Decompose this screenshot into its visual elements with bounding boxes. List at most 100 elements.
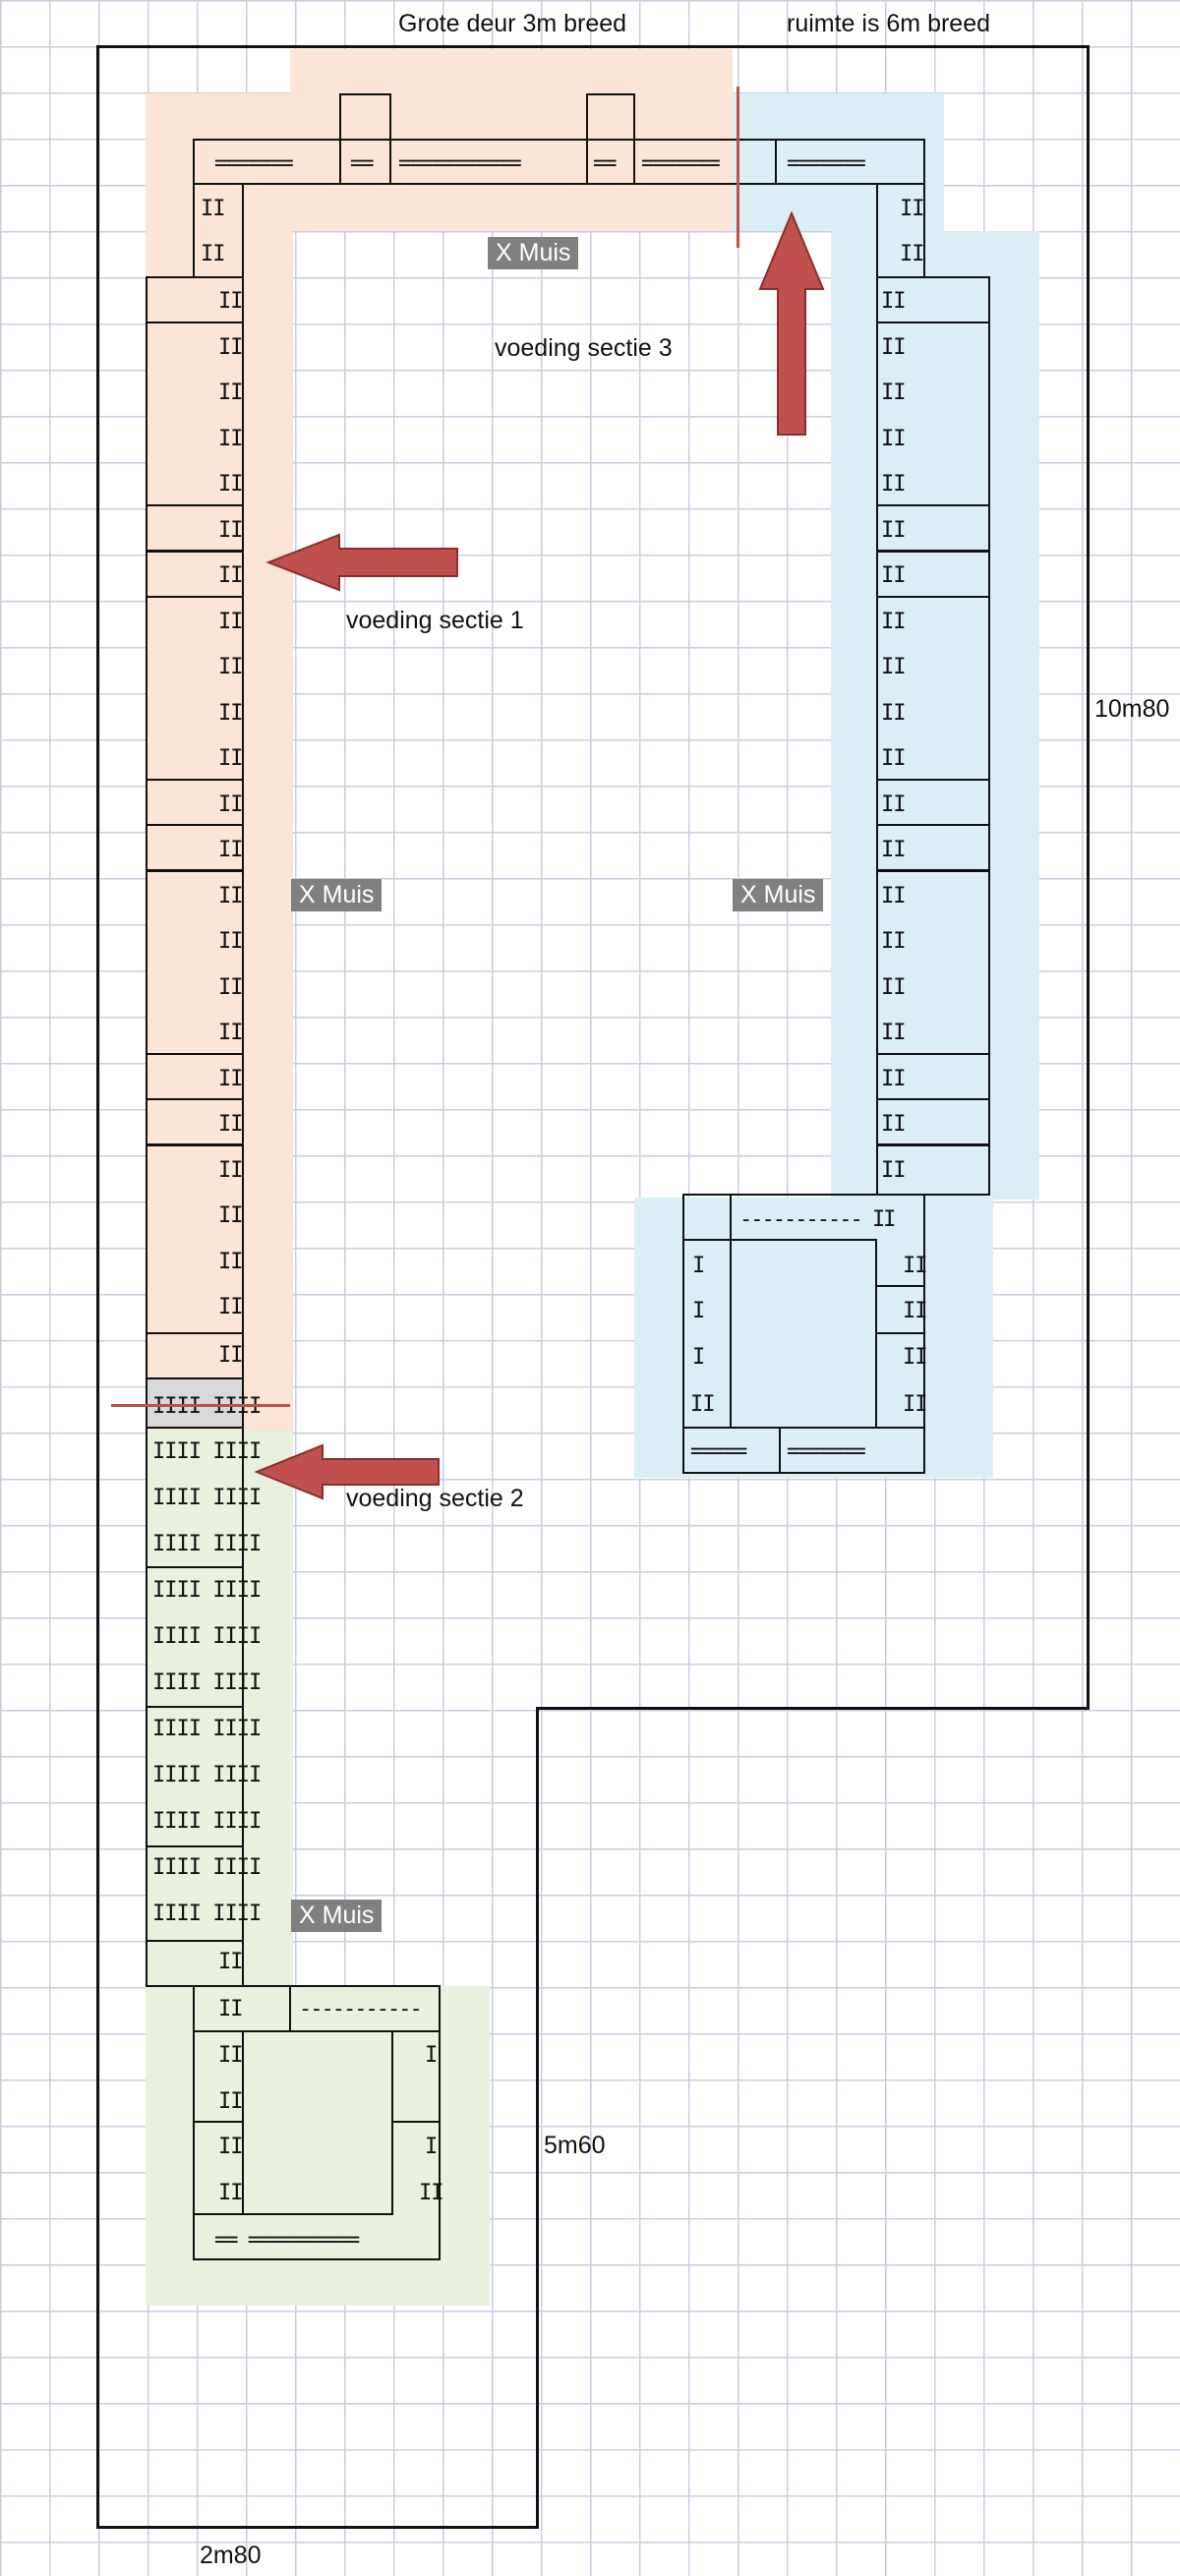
- section-1-zone: [146, 93, 738, 231]
- room-wall-step: [536, 1707, 1090, 1710]
- track-segment: II: [881, 701, 906, 726]
- track-segment: I: [692, 1345, 705, 1370]
- track-segment-straight: -----------: [299, 1997, 423, 2021]
- track-segment: II: [881, 884, 906, 908]
- track-segment: II: [218, 335, 243, 360]
- feed-arrow-3-icon: [758, 210, 825, 436]
- feed-section-3-label: voeding sectie 3: [495, 334, 673, 362]
- track-segment: II: [419, 2181, 443, 2205]
- section-3-zone: [831, 231, 1039, 1200]
- track-segment: II: [218, 2043, 243, 2068]
- track-segment-quad: IIII IIII: [152, 1855, 262, 1880]
- bottom-width-dimension-label: 2m80: [200, 2542, 262, 2569]
- track-segment: II: [881, 563, 906, 588]
- track-segment-quad: IIII IIII: [152, 1486, 262, 1510]
- track-segment-quad: IIII IIII: [152, 1578, 262, 1603]
- track-segment-quad: IIII IIII: [152, 1670, 262, 1695]
- track-segment: II: [903, 1392, 927, 1417]
- track-segment-straight: == ==========: [214, 2228, 360, 2253]
- mouse-badge: X Muis: [291, 1900, 383, 1932]
- track-cell: [242, 2030, 393, 2215]
- track-segment: II: [218, 1203, 243, 1228]
- track-segment: II: [218, 655, 243, 679]
- track-segment: II: [218, 610, 243, 634]
- track-segment: II: [881, 381, 906, 405]
- track-segment: II: [881, 289, 906, 314]
- track-segment: I: [692, 1254, 705, 1278]
- mouse-badge: X Muis: [291, 879, 383, 911]
- track-segment: II: [218, 427, 243, 451]
- track-segment-curve: II: [201, 197, 225, 221]
- track-segment: II: [881, 746, 906, 771]
- track-segment: II: [218, 792, 243, 817]
- track-segment-straight: =====: [690, 1439, 747, 1464]
- track-segment: II: [881, 1158, 906, 1183]
- track-right-rail: [923, 139, 925, 278]
- track-segment: II: [218, 1021, 243, 1045]
- track-left-rail: [193, 139, 195, 278]
- track-segment: I: [425, 2135, 438, 2159]
- feed-arrow-2-icon: [254, 1443, 440, 1500]
- track-segment-straight: =======: [641, 151, 721, 176]
- track-segment-straight: ----------- II: [739, 1207, 896, 1232]
- track-segment-short: ==: [350, 151, 374, 176]
- room-wall-bottom: [96, 2526, 539, 2529]
- track-segment: I: [425, 2043, 438, 2068]
- lower-width-dimension-label: 5m60: [544, 2132, 606, 2159]
- track-segment-short: ==: [593, 151, 617, 176]
- track-segment: II: [903, 1345, 927, 1370]
- track-segment: II: [218, 289, 243, 314]
- track-segment-quad: IIII IIII: [152, 1396, 262, 1418]
- track-segment: II: [218, 1158, 243, 1183]
- track-segment-straight: =======: [214, 151, 294, 176]
- track-cell: [730, 1239, 877, 1429]
- section-divider: [111, 1404, 290, 1407]
- section-2-zone: [146, 1986, 490, 2306]
- track-segment: II: [218, 472, 243, 497]
- track-segment: II: [218, 563, 243, 588]
- room-wall-left: [96, 45, 99, 2529]
- track-segment: II: [218, 1067, 243, 1091]
- feed-section-1-label: voeding sectie 1: [346, 607, 524, 634]
- track-right-rail-inner: [876, 183, 878, 278]
- track-segment: II: [218, 929, 243, 954]
- feed-arrow-1-icon: [266, 533, 458, 592]
- track-segment: I: [692, 1299, 705, 1323]
- track-segment: II: [218, 2089, 243, 2114]
- track-segment-quad: IIII IIII: [152, 1717, 262, 1741]
- track-segment-quad: IIII IIII: [152, 1902, 262, 1926]
- track-segment: II: [218, 1950, 243, 1974]
- track-segment: II: [881, 975, 906, 1000]
- section-3-zone: [733, 93, 944, 231]
- section-3-zone: [634, 1198, 993, 1478]
- room-width-label: ruimte is 6m breed: [787, 10, 991, 37]
- track-segment-quad: IIII IIII: [152, 1439, 262, 1464]
- track-inner-edge: [242, 183, 878, 185]
- track-segment: II: [218, 975, 243, 1000]
- feed-section-2-label: voeding sectie 2: [346, 1485, 524, 1512]
- track-segment-curve: II: [900, 242, 924, 266]
- track-segment: II: [218, 838, 243, 862]
- track-segment: II: [881, 792, 906, 817]
- track-segment: II: [903, 1254, 927, 1278]
- track-segment-quad: IIII IIII: [152, 1763, 262, 1787]
- track-segment: II: [881, 1112, 906, 1137]
- track-segment: II: [881, 472, 906, 497]
- track-segment-quad: IIII IIII: [152, 1624, 262, 1649]
- track-segment: II: [218, 884, 243, 908]
- track-segment: II: [881, 610, 906, 634]
- track-segment-quad: IIII IIII: [152, 1532, 262, 1556]
- door-label: Grote deur 3m breed: [398, 10, 627, 37]
- track-segment: II: [881, 929, 906, 954]
- track-cell: [682, 1194, 732, 1241]
- track-cell: [146, 1377, 244, 1429]
- track-segment: II: [881, 655, 906, 679]
- track-left-rail-inner: [242, 183, 244, 278]
- track-cell: [876, 1144, 990, 1196]
- track-segment-quad: IIII IIII: [152, 1809, 262, 1834]
- track-segment: II: [881, 1067, 906, 1091]
- track-segment: II: [218, 518, 243, 543]
- section-1-zone: [146, 231, 293, 1431]
- track-segment-straight: =======: [787, 151, 866, 176]
- section-divider: [737, 87, 739, 248]
